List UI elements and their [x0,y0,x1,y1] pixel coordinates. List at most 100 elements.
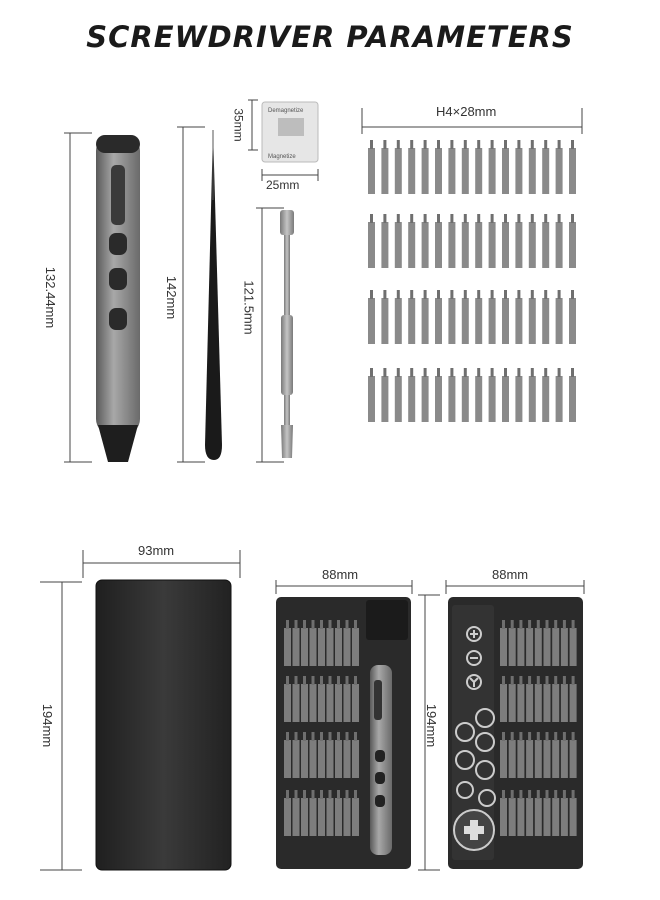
screwdriver-bit [435,148,442,194]
screwdriver-bit-tip [517,214,521,223]
screwdriver-bit [475,222,483,268]
screwdriver-bit-tip [571,676,575,685]
screwdriver-bit-tip [383,140,387,149]
screwdriver-bit [394,376,402,422]
magnetizer-block: Demagnetize Magnetize [261,101,319,163]
screwdriver-bit [381,298,389,344]
screwdriver-bit [301,740,308,778]
screwdriver-bit [318,740,325,778]
screwdriver-bit-tip [303,620,306,629]
screwdriver-bit-tip [536,732,540,741]
tray-right-width-label: 88mm [492,567,529,582]
screwdriver-bit-tip [311,676,315,685]
screwdriver-bit [488,376,496,422]
screwdriver-bit-tip [536,790,540,799]
screwdriver-bit [292,798,300,836]
screwdriver-bit [526,798,534,836]
screwdriver-bit-tip [450,290,454,299]
screwdriver-bit [517,628,525,666]
screwdriver-bit [555,148,563,194]
screwdriver-bit [500,798,507,836]
screwdriver-bit-tip [571,140,574,149]
screwdriver-bit-tip [544,290,548,299]
screwdriver-bit-tip [544,214,548,223]
screwdriver-bit-tip [311,620,315,629]
screwdriver-bit-tip [396,140,400,149]
screwdriver-bit [569,798,577,836]
screwdriver-bit-tip [303,732,306,741]
magnetize-label: Magnetize [268,154,296,160]
screwdriver-bit-tip [530,214,534,223]
screwdriver-bit-tip [519,790,523,799]
screwdriver-bit-tip [294,620,298,629]
screwdriver-bit [526,740,534,778]
screwdriver-bit-tip [450,140,454,149]
screwdriver-bit-tip [437,214,440,223]
screwdriver-bit-tip [311,732,315,741]
screwdriver-bit-tip [328,732,332,741]
screwdriver-bit [488,148,496,194]
screwdriver-bit [508,740,516,778]
screwdriver-bit [528,148,536,194]
screwdriver-bit-tip [423,140,427,149]
screwdriver-bit [309,684,317,722]
bit-type-icons [455,626,496,807]
screwdriver-bit [284,798,291,836]
screwdriver-bit [461,222,469,268]
screwdriver-bit [292,628,300,666]
screwdriver-bit [335,740,342,778]
screwdriver-bit [318,628,325,666]
case-height-label: 194mm [40,703,56,748]
screwdriver-bit [528,222,536,268]
screwdriver-bit-tip [337,732,340,741]
open-tray-right [448,597,583,869]
screwdriver-bit-tip [571,790,575,799]
screwdriver-bit-tip [337,790,340,799]
screwdriver-bit [475,376,483,422]
screwdriver-bit-tip [528,676,532,685]
screwdriver-bit [381,376,389,422]
screwdriver-bit-tip [423,214,427,223]
screwdriver-bit-tip [571,732,575,741]
screwdriver-bit [343,684,351,722]
screwdriver-bit [500,628,507,666]
screwdriver-bit-tip [437,140,440,149]
screwdriver-bit [343,798,351,836]
screwdriver-bit [284,628,291,666]
screwdriver-bit [569,376,576,422]
screwdriver-bit [352,684,359,722]
screwdriver-bit [543,798,551,836]
screwdriver-bit-tip [545,620,549,629]
screwdriver-bit [552,628,560,666]
screwdriver-bit-tip [354,676,357,685]
screwdriver-bit-tip [383,290,387,299]
screwdriver-bit-tip [396,290,400,299]
screwdriver-bit-tip [450,368,454,377]
screwdriver-bit [534,798,542,836]
screwdriver-bit [542,148,550,194]
screwdriver-bit [542,298,550,344]
screwdriver-bit [555,298,563,344]
screwdriver-bit-tip [437,368,440,377]
screwdriver-bit-tip [528,732,532,741]
screwdriver-bit-tip [554,732,558,741]
screwdriver-bit-tip [544,368,548,377]
screwdriver-bit-tip [345,676,349,685]
screwdriver-bit [515,298,523,344]
tweezers-length-label: 142mm [164,275,180,320]
screwdriver-bit [394,148,402,194]
screwdriver-bit [326,684,334,722]
electric-screwdriver [96,135,140,462]
screwdriver-bit [352,740,359,778]
screwdriver-bit [528,376,536,422]
screwdriver-bit-tip [554,676,558,685]
screwdriver-bit [408,376,416,422]
screwdriver-bit [542,376,550,422]
screwdriver-bit-tip [303,790,306,799]
screwdriver-bit [542,222,550,268]
screwdriver-bit-tip [450,214,454,223]
screwdriver-bit [508,798,516,836]
dimension-lines-bottom [40,550,585,871]
magnetizer-width-label: 25mm [266,178,300,192]
